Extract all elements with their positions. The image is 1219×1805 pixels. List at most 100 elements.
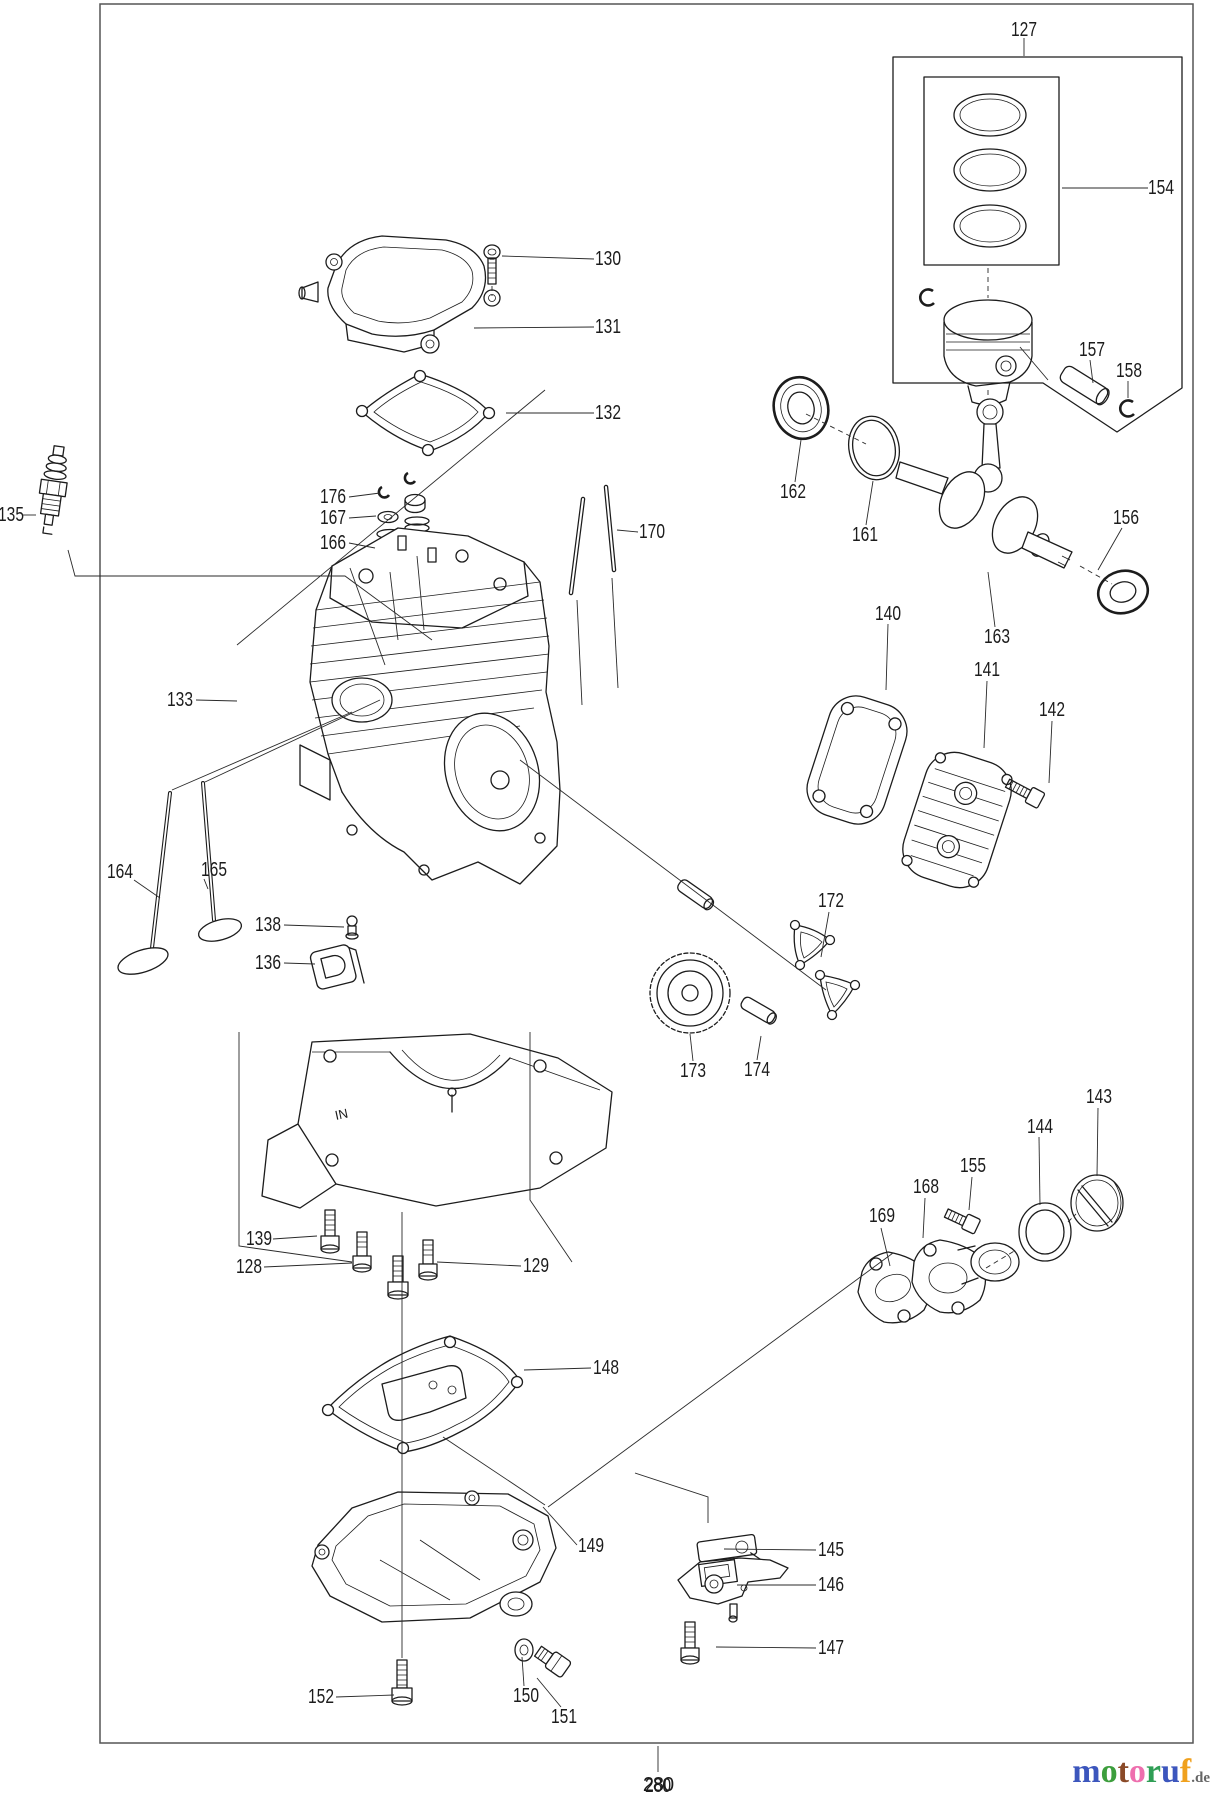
crankcase-bolts [320,1209,438,1300]
drain-plug [533,1645,572,1678]
leader-131 [473,326,595,329]
brand-suffix: .de [1191,1770,1210,1786]
construction-line [389,571,399,641]
part-label-164: 164 [107,861,133,883]
part-label-158: 158 [1116,360,1142,382]
part-label-176: 176 [320,486,346,508]
piston-kit-box [892,56,1183,433]
part-label-157: 157 [1079,339,1105,361]
part-label-148: 148 [593,1357,619,1379]
part-label-129: 129 [523,1255,549,1277]
leader-157 [1089,359,1094,384]
leader-141 [983,680,988,749]
rocker-arms [789,919,861,1021]
drain-washer [514,1638,534,1662]
part-label-138: 138 [255,914,281,936]
piston-circlip-left [918,288,935,307]
page-number: 280 [642,1774,674,1796]
wrist-pin-circlip [1118,399,1135,418]
leader-129 [436,1261,522,1267]
construction-line [547,1252,894,1508]
part-label-162: 162 [780,481,806,503]
filler-neck [911,1239,1020,1315]
part-label-135: 135 [0,504,24,526]
part-label-280: 280 [645,1775,671,1797]
construction-line [236,389,546,646]
leader-170 [616,529,639,533]
part-label-170: 170 [639,521,665,543]
leader-172 [820,911,830,958]
piston [943,299,1033,406]
piston-rings [953,93,1027,248]
leader-165 [203,878,209,890]
part-label-128: 128 [236,1256,262,1278]
filler-bolt [943,1208,981,1235]
construction-line [416,555,425,631]
part-label-132: 132 [595,402,621,424]
oil-seal-right [1096,569,1150,615]
leader-140 [885,623,889,691]
side-cover-gasket [806,695,908,825]
leader-163 [987,571,996,628]
part-label-133: 133 [167,689,193,711]
ring-set-box [923,76,1060,266]
construction-line [238,1032,353,1263]
oil-cap [1070,1174,1124,1232]
diagram-border [99,3,1194,1744]
part-label-167: 167 [320,507,346,529]
part-label-127: 127 [1011,19,1037,41]
brand-wordmark: motoruf [1072,1753,1191,1790]
bolt-128 [352,1231,372,1273]
part-label-150: 150 [513,1685,539,1707]
construction-line [204,699,381,783]
valve-cover [298,235,501,354]
part-labels: 1271541571581561621611631301311321351761… [0,19,1174,1797]
construction-line [519,759,827,991]
leader-150 [521,1656,525,1687]
leader-144 [1038,1136,1041,1206]
part-label-166: 166 [320,532,346,554]
leader-139 [272,1235,318,1240]
breather-valve [345,915,359,940]
construction-line [529,1032,573,1263]
leader-156 [1097,527,1123,571]
part-label-139: 139 [246,1228,272,1250]
leader-145 [723,1548,817,1551]
leader-143 [1096,1107,1099,1177]
rocker-pin [677,879,715,911]
leader-148 [523,1367,592,1371]
bolt-139 [320,1209,340,1254]
sensor-plate [696,1533,763,1563]
leader-174 [756,1035,762,1061]
construction-lines [67,268,1113,1772]
bolt-middle [387,1255,409,1300]
brand-logo: motoruf.de [1040,1752,1210,1798]
oil-seal-left [772,375,830,441]
brand-letter: u [1161,1753,1180,1790]
camshaft-gear [649,952,731,1034]
leader-149 [542,1506,578,1546]
filler-gasket [857,1251,931,1324]
leader-155 [968,1176,973,1211]
connecting-rod [973,398,1004,493]
part-label-161: 161 [852,524,878,546]
part-label-173: 173 [680,1060,706,1082]
part-label-130: 130 [595,248,621,270]
part-label-147: 147 [818,1637,844,1659]
part-label-156: 156 [1113,507,1139,529]
bolt-129 [418,1239,438,1281]
leader-142 [1048,720,1053,784]
leader-151 [536,1677,562,1708]
part-label-149: 149 [578,1535,604,1557]
part-label-144: 144 [1027,1116,1053,1138]
assembly-axis-line [1067,1213,1077,1223]
brand-letter: o [1128,1753,1146,1790]
crankcase-half: IN [261,1033,613,1209]
part-label-168: 168 [913,1176,939,1198]
leader-176 [348,492,381,498]
leader-128 [263,1262,353,1268]
part-label-154: 154 [1148,177,1174,199]
leader-161 [865,480,874,526]
part-label-145: 145 [818,1539,844,1561]
